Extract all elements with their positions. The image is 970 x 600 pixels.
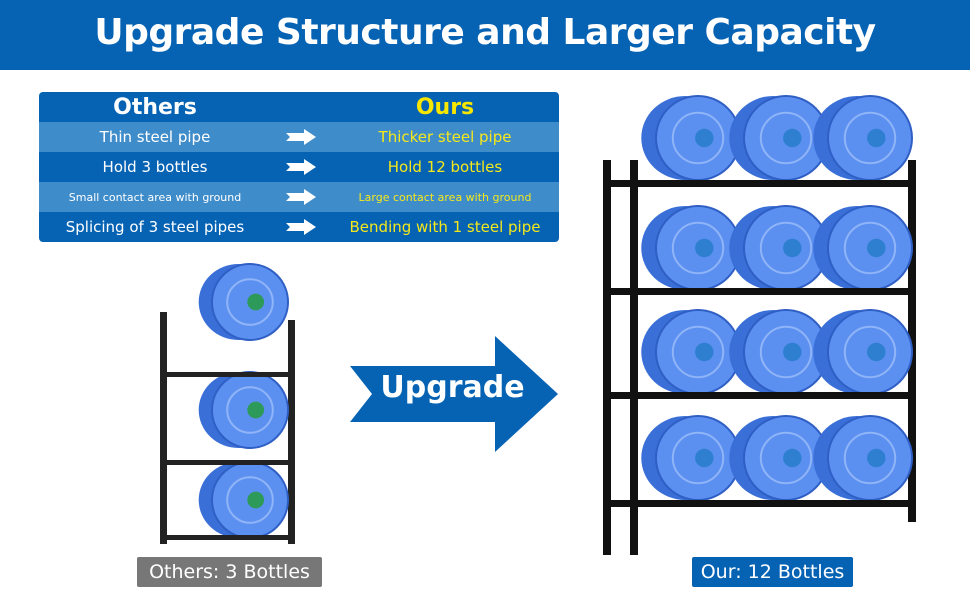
rack-post [288, 320, 295, 544]
rack-post [160, 312, 167, 544]
table-row: Hold 3 bottles Hold 12 bottles [39, 152, 559, 182]
water-bottle [813, 415, 913, 501]
others-cell: Hold 3 bottles [102, 158, 208, 176]
water-bottle [198, 263, 289, 341]
table-header: Others Ours [39, 92, 559, 122]
header-others: Others [113, 94, 197, 120]
water-bottle [641, 309, 741, 395]
rack-shelf [603, 180, 916, 187]
header-ours: Ours [415, 94, 475, 120]
table-row: Splicing of 3 steel pipes Bending with 1… [39, 212, 559, 242]
others-cell: Small contact area with ground [68, 190, 242, 204]
arrow-right-icon [271, 129, 331, 145]
water-bottle [641, 415, 741, 501]
ours-caption: Our: 12 Bottles [692, 557, 853, 587]
rack-post [603, 160, 611, 555]
table-row: Thin steel pipe Thicker steel pipe [39, 122, 559, 152]
ours-cell: Thicker steel pipe [378, 128, 512, 146]
arrow-right-icon [271, 159, 331, 175]
water-bottle [729, 95, 829, 181]
water-bottle [729, 415, 829, 501]
rack-shelf [603, 500, 916, 507]
comparison-table: Others Ours Thin steel pipe Thicker stee… [39, 92, 559, 242]
water-bottle [729, 309, 829, 395]
water-bottle [198, 461, 289, 539]
ours-cell: Large contact area with ground [358, 190, 532, 204]
rack-post [908, 160, 916, 522]
arrow-right-icon [271, 189, 331, 205]
water-bottle [813, 309, 913, 395]
rack-shelf [160, 460, 295, 465]
rack-shelf [160, 372, 295, 377]
rack-shelf [603, 392, 916, 399]
rack-shelf [160, 535, 295, 540]
ours-cell: Hold 12 bottles [387, 158, 503, 176]
others-caption: Others: 3 Bottles [137, 557, 322, 587]
others-cell: Splicing of 3 steel pipes [65, 218, 245, 236]
water-bottle [813, 95, 913, 181]
table-row: Small contact area with ground Large con… [39, 182, 559, 212]
large-rack-image [603, 95, 916, 555]
rack-post [630, 160, 638, 555]
water-bottle [813, 205, 913, 291]
others-cell: Thin steel pipe [99, 128, 211, 146]
arrow-right-icon [271, 219, 331, 235]
water-bottle [198, 371, 289, 449]
small-rack-image [160, 263, 295, 544]
water-bottle [641, 205, 741, 291]
rack-shelf [603, 288, 916, 295]
water-bottle [641, 95, 741, 181]
water-bottle [729, 205, 829, 291]
upgrade-label: Upgrade [380, 370, 525, 405]
ours-cell: Bending with 1 steel pipe [349, 218, 541, 236]
page-title: Upgrade Structure and Larger Capacity [0, 0, 970, 70]
upgrade-arrow-icon [350, 336, 558, 452]
